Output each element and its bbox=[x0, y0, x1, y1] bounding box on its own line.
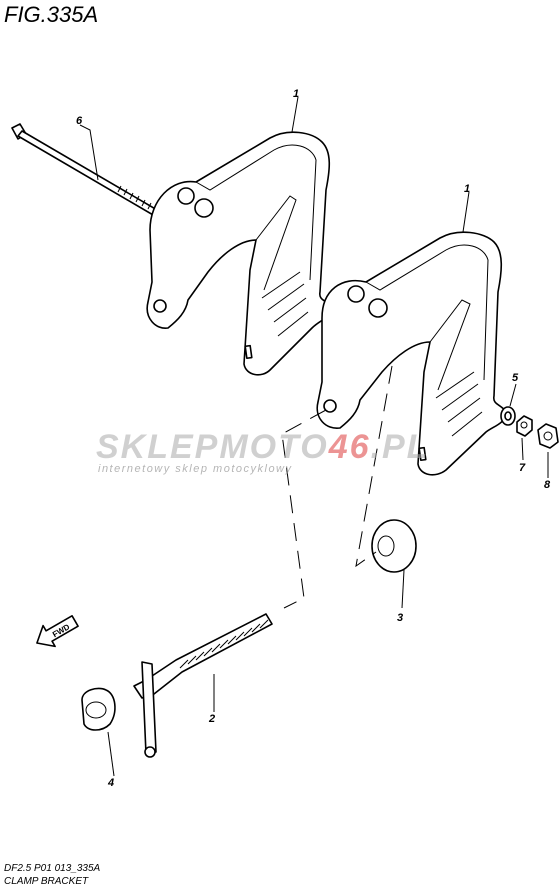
figure-title: FIG.335A bbox=[4, 2, 99, 27]
clamp-screw-part[interactable] bbox=[133, 613, 273, 758]
nut-part[interactable] bbox=[516, 415, 533, 437]
callout-label-5: 5 bbox=[512, 372, 519, 384]
figure-code: DF2.5 P01 013_335A bbox=[4, 863, 101, 874]
washer-part[interactable] bbox=[500, 406, 516, 426]
watermark-brand: SKLEPMOTO46.PL bbox=[96, 428, 430, 466]
clamp-pad-part[interactable] bbox=[371, 519, 417, 573]
callout-label-8: 8 bbox=[544, 479, 551, 491]
leader-lines bbox=[79, 96, 549, 777]
callout-label-4: 4 bbox=[107, 777, 114, 789]
clamp-bracket-lower[interactable] bbox=[316, 231, 507, 476]
footer: DF2.5 P01 013_335A CLAMP BRACKET bbox=[4, 862, 100, 888]
callout-label-3: 3 bbox=[397, 612, 403, 624]
watermark: SKLEPMOTO46.PL internetowy sklep motocyk… bbox=[96, 428, 516, 475]
watermark-tagline: internetowy sklep motocyklowy bbox=[98, 463, 293, 475]
callout-label-2: 2 bbox=[208, 713, 215, 725]
callout-label-1a: 1 bbox=[293, 88, 299, 100]
cap-nut-part[interactable] bbox=[537, 423, 559, 449]
fwd-arrow-icon: FWD bbox=[36, 615, 79, 648]
callout-label-1b: 1 bbox=[464, 183, 470, 195]
callout-label-6: 6 bbox=[76, 115, 83, 127]
knob-cap-part[interactable] bbox=[81, 687, 116, 731]
figure-caption: CLAMP BRACKET bbox=[4, 876, 89, 887]
clamp-bracket-upper[interactable] bbox=[146, 131, 333, 376]
bolt-part[interactable] bbox=[11, 123, 165, 220]
callout-label-7: 7 bbox=[519, 462, 526, 474]
